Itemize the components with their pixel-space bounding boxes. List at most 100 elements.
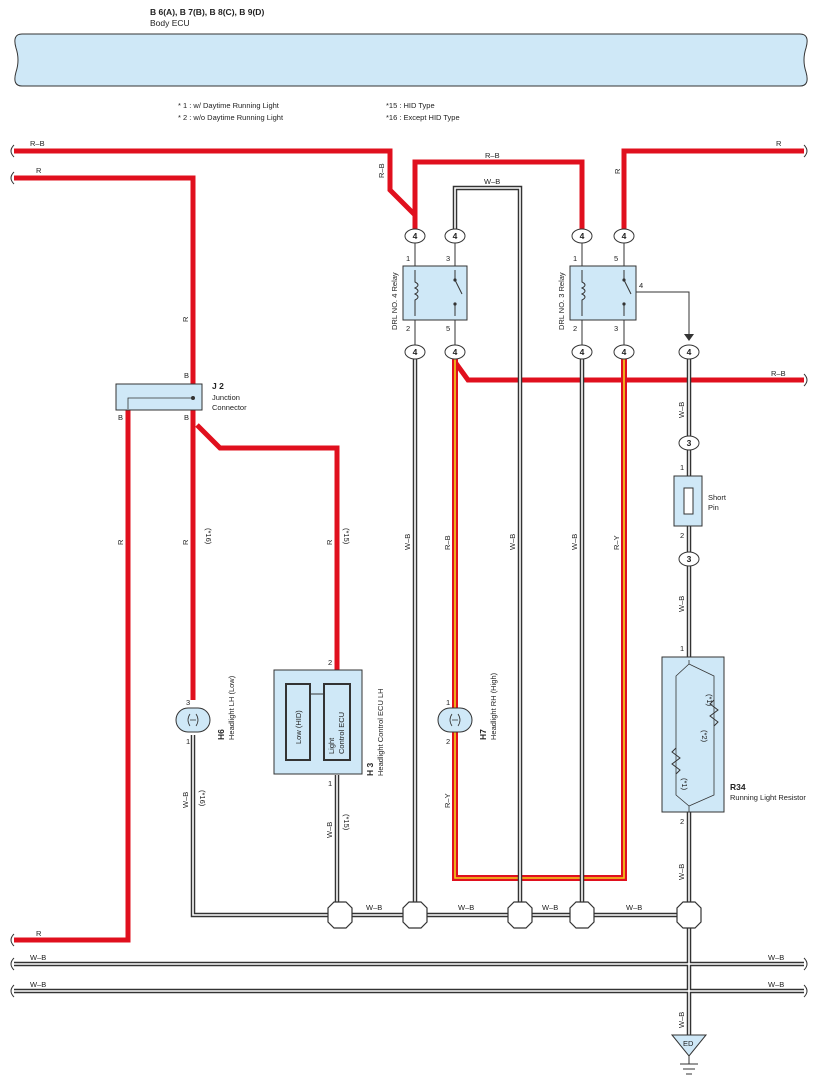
h3-headlight-control-ecu	[273, 669, 363, 775]
svg-text:2: 2	[406, 324, 410, 333]
svg-text:2: 2	[573, 324, 577, 333]
svg-text:W–B: W–B	[768, 980, 784, 989]
svg-text:4: 4	[687, 347, 692, 357]
splice-points	[327, 901, 702, 929]
svg-text:5: 5	[446, 324, 450, 333]
wire-labels: R–B R R–B W–B R R–B R W–B W–B W–B W–B W–…	[30, 139, 786, 1028]
svg-text:R–B: R–B	[377, 163, 386, 178]
ground-ed	[670, 1034, 708, 1075]
svg-text:R: R	[181, 539, 190, 545]
relay3-label: DRL NO. 3 Relay	[557, 272, 566, 330]
j2-name-2: Connector	[212, 403, 247, 412]
r34-name: Running Light Resistor	[730, 793, 806, 802]
r34-running-light-resistor	[661, 656, 725, 813]
r34-cond-1b: (*1)	[680, 778, 689, 791]
h3-code: H 3	[365, 763, 375, 777]
short-pin-pin-2: 2	[680, 531, 684, 540]
h6-name: Headlight LH (Low)	[227, 675, 236, 740]
wb-wires	[14, 185, 804, 1035]
svg-text:3: 3	[446, 254, 450, 263]
svg-text:W–B: W–B	[366, 903, 382, 912]
svg-text:W–B: W–B	[570, 534, 579, 550]
svg-text:4: 4	[413, 347, 418, 357]
svg-text:4: 4	[453, 347, 458, 357]
svg-text:(*15): (*15)	[342, 814, 351, 831]
svg-text:W–B: W–B	[677, 1012, 686, 1028]
svg-text:4: 4	[622, 231, 627, 241]
j2-pin-top: B	[184, 371, 189, 380]
connector-pin-labels: 4 4 4 4 4 4 4 4 4 3 3	[413, 231, 692, 564]
note-2: * 2 : w/o Daytime Running Light	[178, 113, 284, 122]
svg-text:W–B: W–B	[542, 903, 558, 912]
h3-pin-2: 2	[328, 658, 332, 667]
svg-text:W–B: W–B	[30, 980, 46, 989]
note-1: * 1 : w/ Daytime Running Light	[178, 101, 280, 110]
svg-text:R–Y: R–Y	[612, 535, 621, 550]
svg-text:4: 4	[580, 231, 585, 241]
relay3-pin-numbers: 1 5 4 2 3	[573, 254, 643, 333]
h7-name: Headlight RH (High)	[489, 672, 498, 740]
red-wires	[14, 148, 804, 943]
drl-no4-relay	[402, 265, 468, 321]
ground-label: ED	[683, 1039, 694, 1048]
h6-headlight-lh	[175, 707, 211, 733]
svg-text:W–B: W–B	[325, 822, 334, 838]
red-yellow-wires	[452, 355, 627, 881]
j2-name-1: Junction	[212, 393, 240, 402]
svg-text:W–B: W–B	[181, 792, 190, 808]
svg-text:R–Y: R–Y	[443, 793, 452, 808]
svg-text:W–B: W–B	[626, 903, 642, 912]
svg-text:R: R	[613, 168, 622, 174]
svg-text:R: R	[36, 166, 42, 175]
r34-cond-1a: (*1)	[705, 694, 714, 707]
svg-text:R–B: R–B	[30, 139, 45, 148]
svg-text:4: 4	[580, 347, 585, 357]
svg-text:1: 1	[406, 254, 410, 263]
svg-text:1: 1	[573, 254, 577, 263]
h3-light-label: Light	[327, 737, 336, 754]
svg-text:4: 4	[639, 281, 643, 290]
h3-pin-1: 1	[328, 779, 332, 788]
svg-text:4: 4	[453, 231, 458, 241]
svg-text:R: R	[181, 316, 190, 322]
note-15: *15 : HID Type	[386, 101, 435, 110]
h7-pin-2: 2	[446, 737, 450, 746]
h3-low-label: Low (HID)	[294, 710, 303, 744]
j2-code: J 2	[212, 381, 224, 391]
svg-text:W–B: W–B	[768, 953, 784, 962]
h7-pin-1: 1	[446, 698, 450, 707]
svg-text:W–B: W–B	[508, 534, 517, 550]
svg-text:(*16): (*16)	[198, 790, 207, 807]
svg-text:5: 5	[614, 254, 618, 263]
svg-text:R–B: R–B	[771, 369, 786, 378]
svg-text:(*15): (*15)	[342, 528, 351, 545]
svg-text:W–B: W–B	[677, 596, 686, 612]
drl-no3-relay	[569, 265, 637, 321]
wire-stub-curls	[10, 144, 808, 998]
svg-text:W–B: W–B	[458, 903, 474, 912]
relay4-label: DRL NO. 4 Relay	[390, 272, 399, 330]
svg-text:R: R	[116, 539, 125, 545]
j2-pin-right: B	[184, 413, 189, 422]
connector-pins	[404, 228, 700, 567]
svg-text:W–B: W–B	[30, 953, 46, 962]
h7-headlight-rh	[437, 707, 473, 733]
h3-name: Headlight Control ECU LH	[376, 688, 385, 776]
svg-text:R–B: R–B	[485, 151, 500, 160]
svg-text:(*16): (*16)	[204, 528, 213, 545]
svg-text:R–B: R–B	[443, 535, 452, 550]
short-pin	[673, 475, 703, 527]
j2-pin-left: B	[118, 413, 123, 422]
svg-text:W–B: W–B	[403, 534, 412, 550]
svg-text:W–B: W–B	[484, 177, 500, 186]
svg-text:R: R	[776, 139, 782, 148]
j2-junction-connector	[115, 383, 203, 411]
h6-code: H6	[216, 729, 226, 740]
short-pin-label-1: Short	[708, 493, 727, 502]
svg-text:3: 3	[687, 438, 692, 448]
r34-pin-2: 2	[680, 817, 684, 826]
note-16: *16 : Except HID Type	[386, 113, 460, 122]
svg-text:W–B: W–B	[677, 402, 686, 418]
h6-pin-3: 3	[186, 698, 190, 707]
